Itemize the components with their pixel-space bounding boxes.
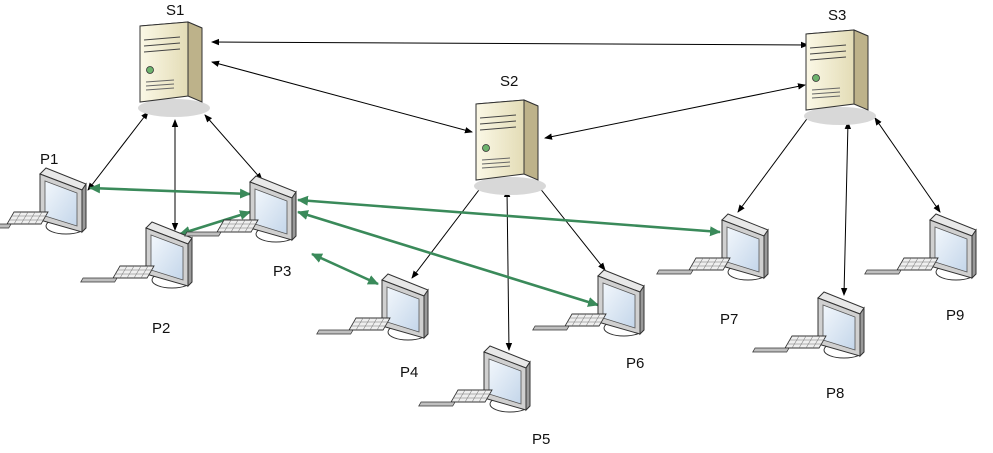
peer-p2[interactable]: P2 — [80, 221, 193, 337]
p2p-link-p3-p7 — [297, 195, 721, 237]
p2p-links — [89, 183, 721, 307]
peer-label: P7 — [720, 311, 738, 328]
workstation-icon — [656, 213, 769, 281]
link-s3-p8 — [840, 121, 852, 296]
peer-p5[interactable]: P5 — [418, 345, 551, 448]
peer-p9[interactable]: P9 — [864, 213, 977, 324]
peer-p7[interactable]: P7 — [656, 213, 769, 328]
server-icon — [473, 99, 547, 196]
peer-p1[interactable]: P1 — [0, 151, 87, 235]
peer-label: P9 — [946, 307, 964, 324]
workstation-icon — [864, 213, 977, 281]
peer-label: P4 — [400, 364, 418, 381]
server-icon — [803, 29, 877, 126]
workstation-icon — [80, 221, 193, 289]
link-s1-s2 — [211, 60, 473, 134]
server-label: S3 — [828, 7, 846, 24]
p2p-link-p3-p6 — [297, 210, 599, 307]
server-s1[interactable]: S1 — [137, 2, 211, 118]
peer-label: P5 — [532, 431, 550, 448]
peer-label: P8 — [826, 385, 844, 402]
link-s2-p4 — [411, 181, 486, 279]
link-s1-p3 — [204, 114, 263, 181]
p2p-link-p3-p4 — [311, 252, 379, 286]
workstation-icon — [0, 167, 87, 235]
server-label: S1 — [166, 2, 184, 19]
p2p-link-p3-p1 — [89, 183, 251, 199]
server-links — [211, 38, 809, 140]
peer-label: P1 — [40, 151, 58, 168]
workstation-icon — [418, 345, 531, 413]
peer-p3[interactable]: P3 — [184, 175, 297, 280]
server-s2[interactable]: S2 — [473, 73, 547, 196]
workstation-icon — [184, 175, 297, 243]
server-icon — [137, 21, 211, 118]
link-s1-s3 — [211, 38, 809, 49]
link-s1-p1 — [87, 111, 149, 191]
peer-label: P6 — [626, 355, 644, 372]
peer-p6[interactable]: P6 — [532, 269, 645, 372]
link-s2-p5 — [503, 189, 513, 351]
workstation-icon — [752, 291, 865, 359]
peer-label: P2 — [152, 320, 170, 337]
peer-label: P3 — [273, 263, 291, 280]
p2p-link-p3-p2 — [179, 210, 251, 236]
link-s3-p7 — [737, 111, 813, 213]
link-s2-p6 — [534, 181, 606, 271]
server-s3[interactable]: S3 — [803, 7, 877, 126]
link-s3-p9 — [874, 117, 941, 213]
workstation-icon — [316, 273, 429, 341]
server-label: S2 — [500, 73, 518, 90]
peer-p8[interactable]: P8 — [752, 291, 865, 402]
link-s2-s3 — [544, 83, 806, 140]
peer-p4[interactable]: P4 — [316, 273, 429, 381]
